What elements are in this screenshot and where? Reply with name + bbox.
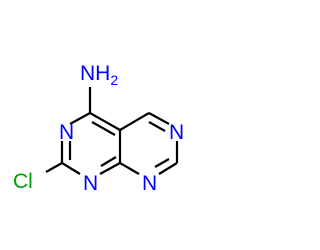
bond-c5-n6-inner — [148, 121, 166, 132]
bond-n1-c8a-inner — [100, 156, 117, 167]
bond-c5-n6 — [148, 112, 170, 125]
bond-c2-cl — [45, 162, 63, 173]
atom-labels: NH2 N N N N Cl — [13, 62, 184, 195]
bond-n8-c8a — [119, 162, 140, 175]
chemical-structure: NH2 N N N N Cl — [13, 62, 184, 195]
atom-label-amine: NH2 — [80, 62, 118, 88]
bond-c4-c4a-inner — [91, 121, 116, 136]
bond-c4-n3 — [69, 112, 91, 125]
atom-label-n6: N — [169, 121, 184, 144]
bond-lines — [45, 87, 179, 175]
bond-c2-n1 — [61, 162, 81, 175]
bond-c4a-c5 — [119, 112, 150, 131]
atom-label-n8: N — [142, 172, 157, 195]
atom-label-n3: N — [59, 121, 74, 144]
bond-c7-n8 — [158, 162, 178, 175]
atom-label-cl: Cl — [13, 170, 33, 193]
bond-n1-c8a — [99, 162, 121, 175]
atom-label-n1: N — [83, 172, 98, 195]
bond-c4-c4a — [89, 112, 121, 131]
bond-c7-n8-inner — [154, 158, 170, 168]
